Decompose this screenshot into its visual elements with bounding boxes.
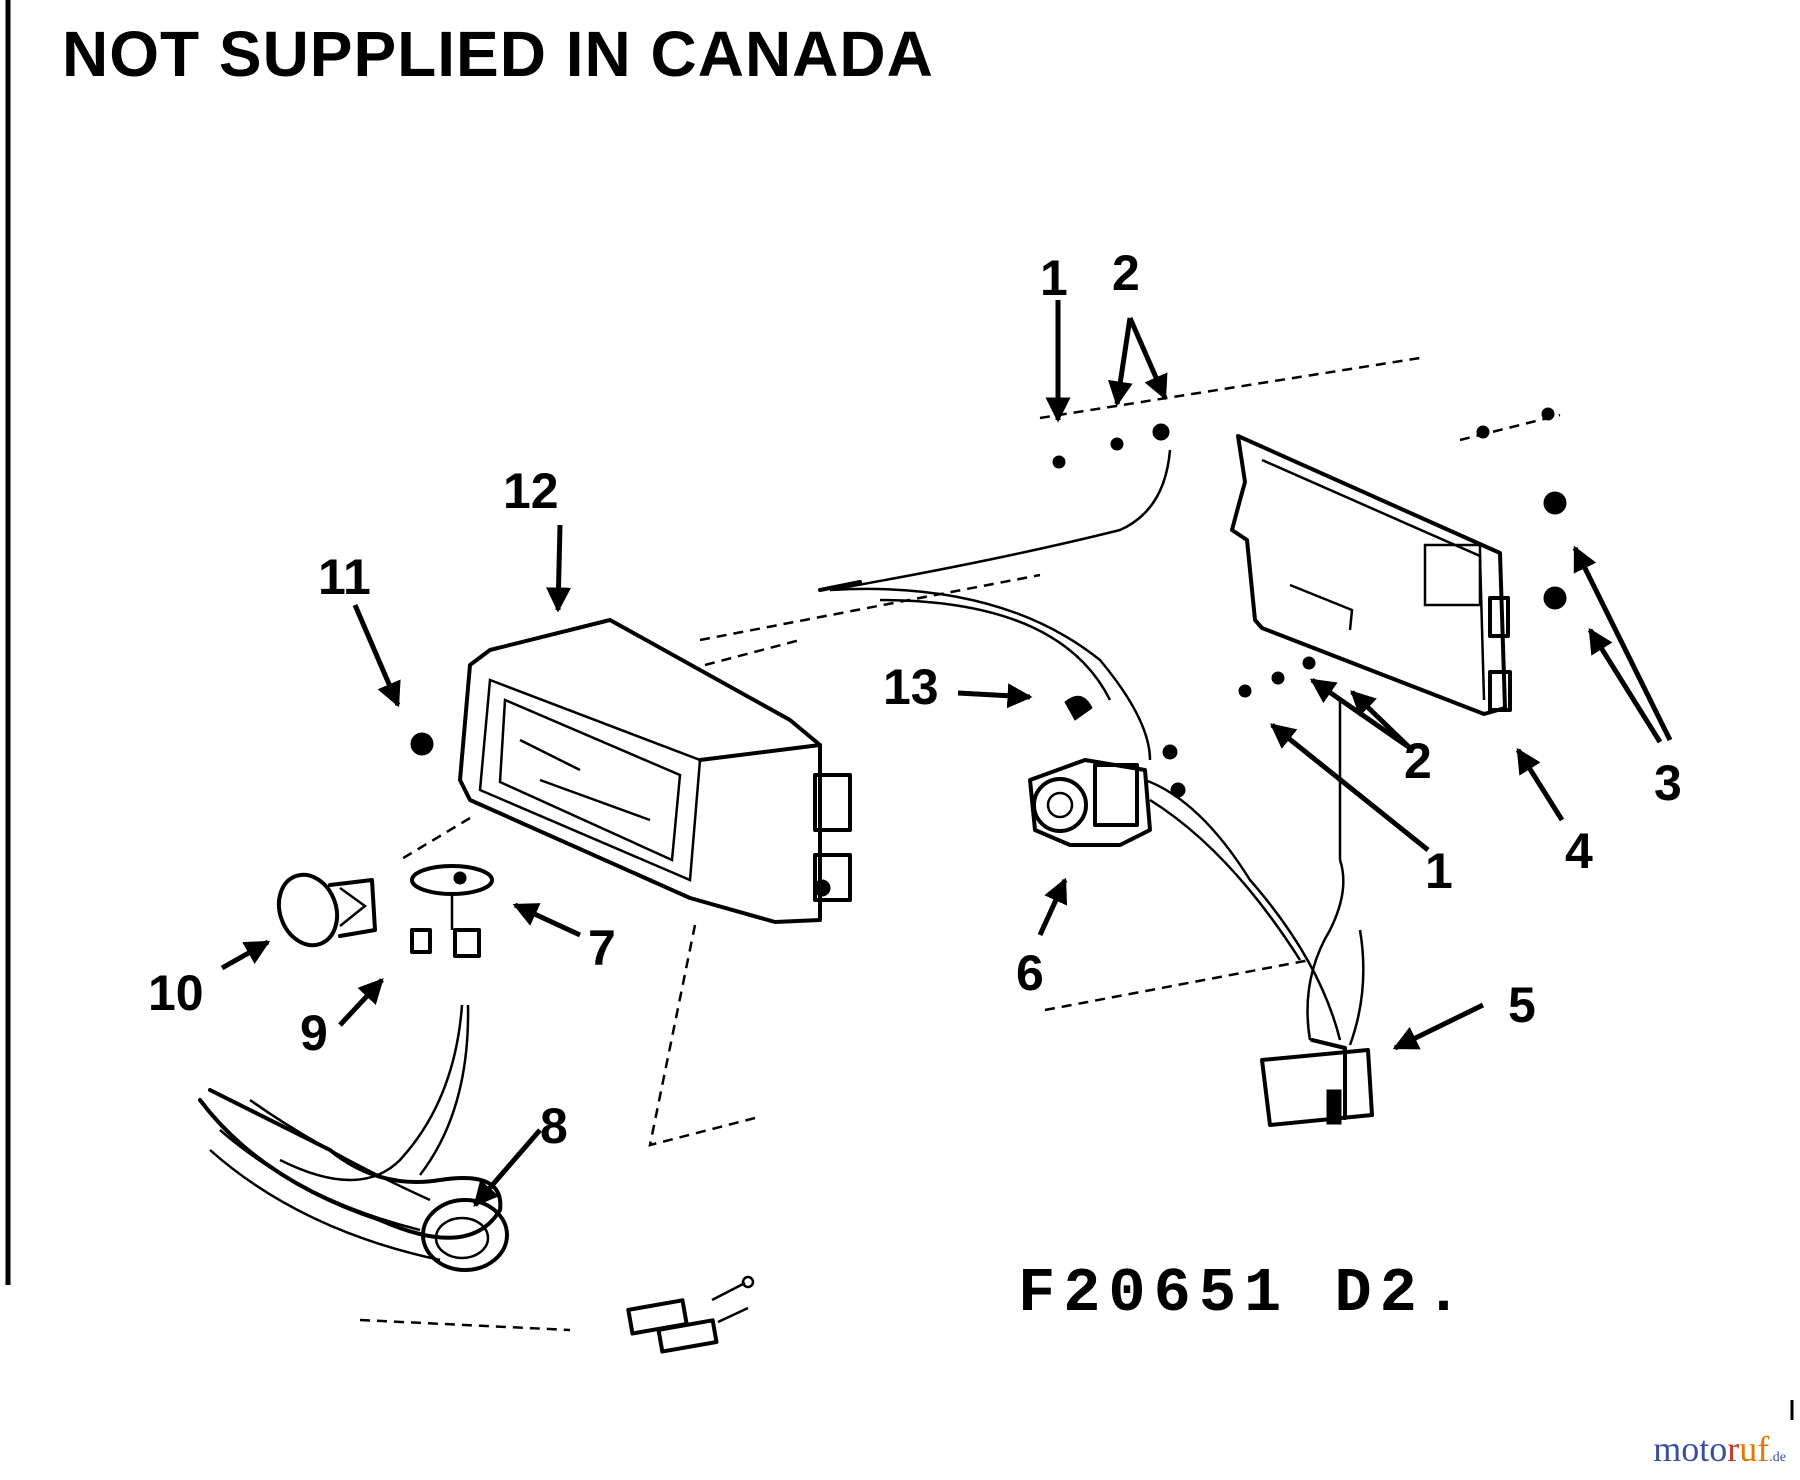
power-cord bbox=[198, 1004, 571, 1332]
leader-arrows bbox=[220, 300, 1673, 1207]
hardware-screws-top bbox=[1052, 407, 1567, 698]
light-housing bbox=[458, 618, 852, 924]
callout-9: 9 bbox=[300, 1005, 328, 1061]
callout-7: 7 bbox=[588, 920, 616, 976]
callout-11: 11 bbox=[318, 549, 371, 605]
drawing-code: F20651 D2. bbox=[1018, 1258, 1470, 1329]
callout-3: 3 bbox=[1654, 755, 1682, 811]
callout-2-top: 2 bbox=[1112, 245, 1140, 301]
callout-13: 13 bbox=[883, 659, 939, 715]
callout-1-top: 1 bbox=[1040, 250, 1068, 306]
plug-end bbox=[626, 1275, 755, 1354]
small-screw-11 bbox=[410, 732, 434, 756]
callout-1-right: 1 bbox=[1425, 843, 1453, 899]
callout-4: 4 bbox=[1565, 823, 1593, 879]
diagram-title: NOT SUPPLIED IN CANADA bbox=[62, 18, 934, 90]
watermark-logo: motoruf.de bbox=[1653, 1429, 1786, 1469]
switch-assembly bbox=[1028, 695, 1342, 1041]
callout-2-right: 2 bbox=[1404, 733, 1432, 789]
callout-8: 8 bbox=[540, 1098, 568, 1154]
wire-harness bbox=[829, 449, 1172, 592]
callout-12: 12 bbox=[503, 463, 559, 519]
callout-5: 5 bbox=[1508, 977, 1536, 1033]
callout-6: 6 bbox=[1016, 945, 1044, 1001]
mounting-plate bbox=[1230, 434, 1512, 716]
lamp-socket bbox=[410, 864, 494, 958]
connector-plug bbox=[1260, 700, 1374, 1127]
callout-10: 10 bbox=[148, 965, 204, 1021]
lamp-bulb bbox=[276, 872, 377, 948]
hood-outline bbox=[648, 924, 756, 1147]
